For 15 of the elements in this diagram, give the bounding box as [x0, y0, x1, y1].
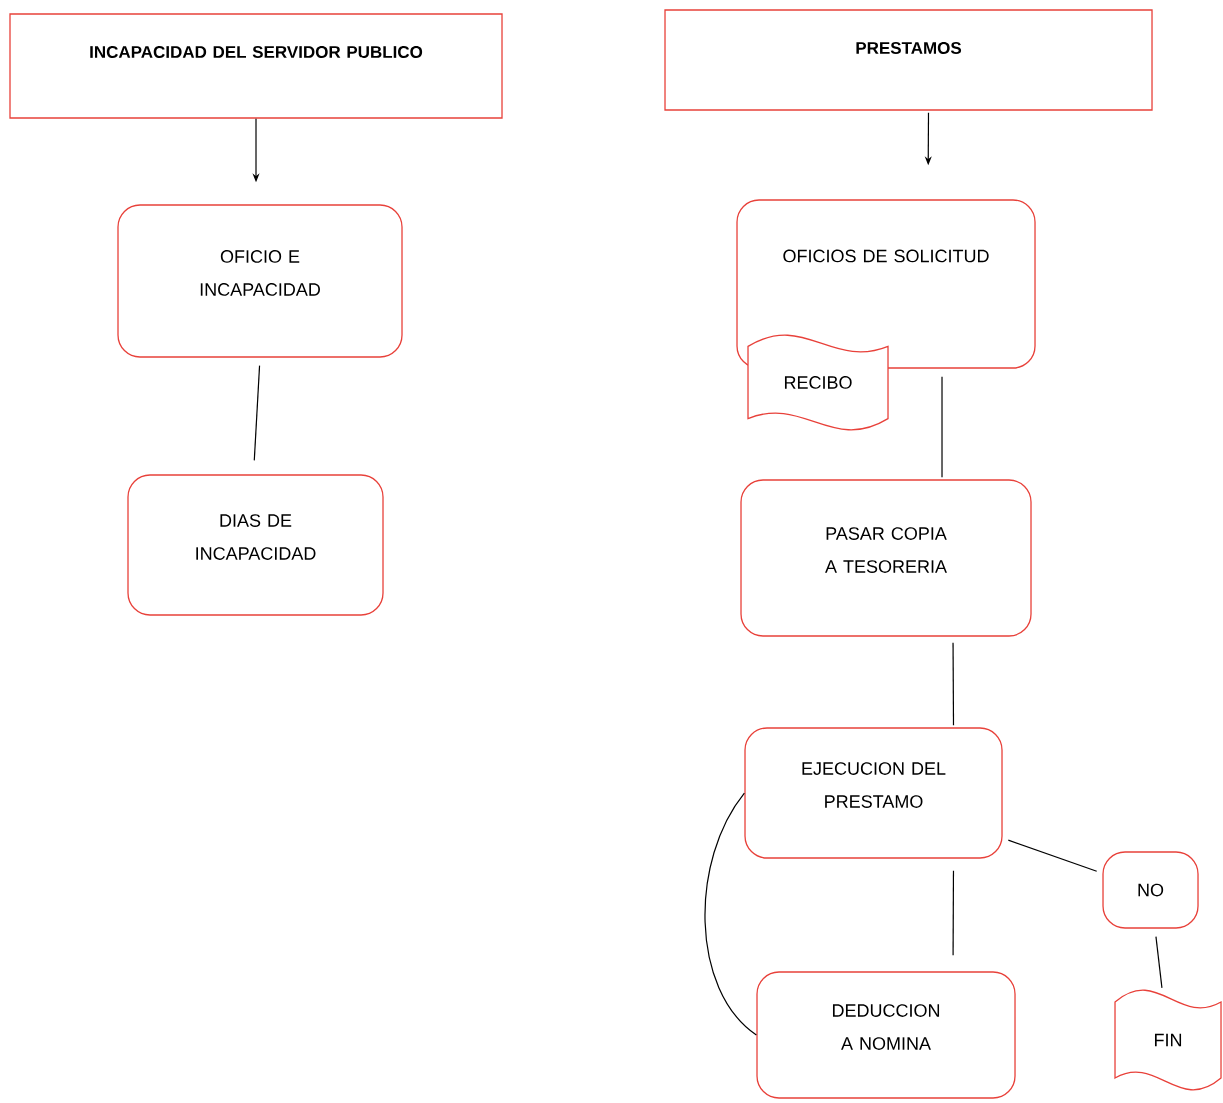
connector [952, 870, 955, 956]
connector [941, 376, 943, 478]
connector [704, 792, 757, 1036]
process-box: OFICIO E INCAPACIDAD [117, 204, 403, 358]
connector [1155, 936, 1163, 989]
title-box: PRESTAMOS [664, 9, 1153, 111]
process-box: DIAS DE INCAPACIDAD [127, 474, 384, 616]
process-box: NO [1102, 851, 1199, 929]
title-box: INCAPACIDAD DEL SERVIDOR PUBLICO [9, 13, 503, 119]
process-box: EJECUCION DEL PRESTAMO [744, 727, 1003, 859]
connector [1007, 839, 1098, 872]
process-box: DEDUCCION A NOMINA [756, 971, 1016, 1099]
process-box: PASAR COPIA A TESORERIA [740, 479, 1032, 637]
connector [952, 642, 955, 726]
connector [253, 365, 261, 461]
